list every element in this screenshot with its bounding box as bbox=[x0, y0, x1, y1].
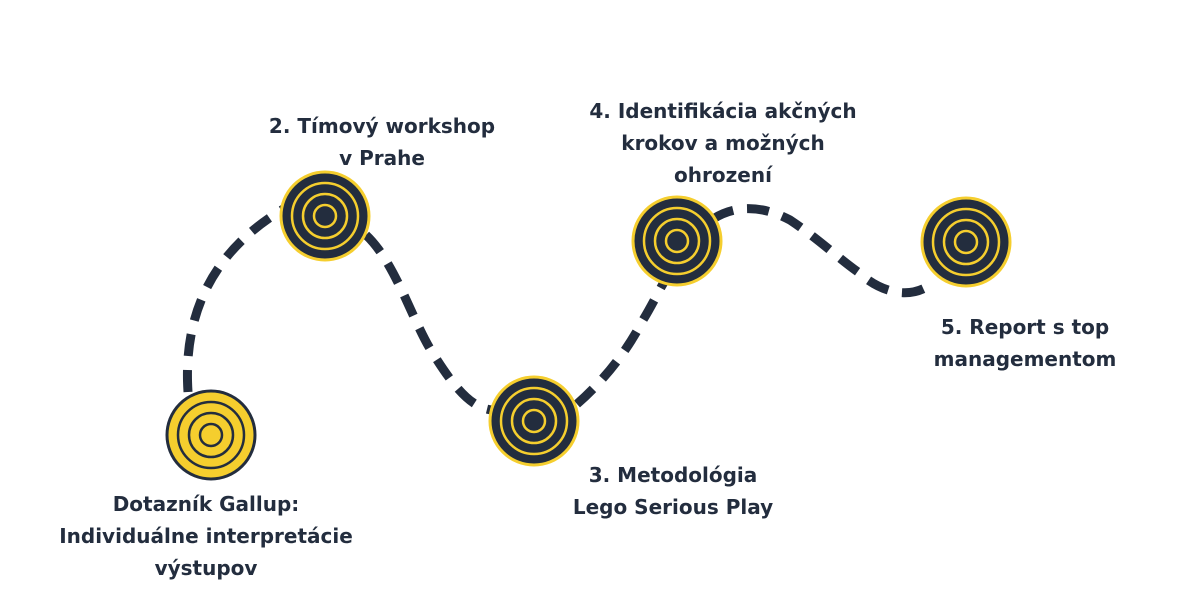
step-label-2: 2. Tímový workshop v Prahe bbox=[232, 110, 532, 174]
step-label-5-line-1: 5. Report s top bbox=[940, 315, 1110, 339]
step-node-5 bbox=[920, 196, 1012, 288]
step-node-2-ring-2 bbox=[301, 192, 349, 240]
step-label-4-line-2: krokov a možných bbox=[621, 131, 825, 155]
step-node-2-ring-3 bbox=[312, 203, 338, 229]
step-label-1-line-3: výstupov bbox=[154, 556, 258, 580]
step-label-3-line-1: 3. Metodológia bbox=[588, 463, 758, 487]
step-node-5-ring-2 bbox=[942, 218, 990, 266]
step-node-4 bbox=[631, 195, 723, 287]
step-node-1-ring-3 bbox=[198, 422, 224, 448]
step-node-5-outer bbox=[920, 196, 1012, 288]
step-node-5-ring-1 bbox=[931, 207, 1001, 277]
step-label-4-line-1: 4. Identifikácia akčných bbox=[589, 99, 857, 123]
step-node-5-ring-3 bbox=[953, 229, 979, 255]
step-node-2-ring-1 bbox=[290, 181, 360, 251]
step-node-3-ring-2 bbox=[510, 397, 558, 445]
step-node-1 bbox=[165, 389, 257, 481]
step-node-4-ring-1 bbox=[642, 206, 712, 276]
step-label-2-line-2: v Prahe bbox=[339, 146, 425, 170]
step-label-1-line-2: Individuálne interpretácie bbox=[59, 524, 353, 548]
step-node-3-ring-1 bbox=[499, 386, 569, 456]
step-node-2-outer bbox=[279, 170, 371, 262]
step-label-4-line-3: ohrození bbox=[674, 163, 772, 187]
step-label-3-line-2: Lego Serious Play bbox=[572, 495, 774, 519]
step-node-3-ring-3 bbox=[521, 408, 547, 434]
step-node-3 bbox=[488, 375, 580, 467]
step-label-2-line-1: 2. Tímový workshop bbox=[268, 114, 496, 138]
step-label-5-line-2: managementom bbox=[933, 347, 1117, 371]
step-node-1-ring-2 bbox=[187, 411, 235, 459]
step-node-4-ring-3 bbox=[664, 228, 690, 254]
step-node-4-ring-2 bbox=[653, 217, 701, 265]
step-node-1-ring-1 bbox=[176, 400, 246, 470]
step-label-1-line-1: Dotazník Gallup: bbox=[112, 492, 300, 516]
step-node-2 bbox=[279, 170, 371, 262]
step-node-3-outer bbox=[488, 375, 580, 467]
step-label-3: 3. Metodológia Lego Serious Play bbox=[518, 459, 828, 523]
step-label-1: Dotazník Gallup: Individuálne interpretá… bbox=[26, 488, 386, 584]
step-node-4-outer bbox=[631, 195, 723, 287]
step-label-4: 4. Identifikácia akčných krokov a možnýc… bbox=[563, 95, 883, 191]
step-label-5: 5. Report s top managementom bbox=[875, 311, 1175, 375]
step-node-1-outer bbox=[165, 389, 257, 481]
